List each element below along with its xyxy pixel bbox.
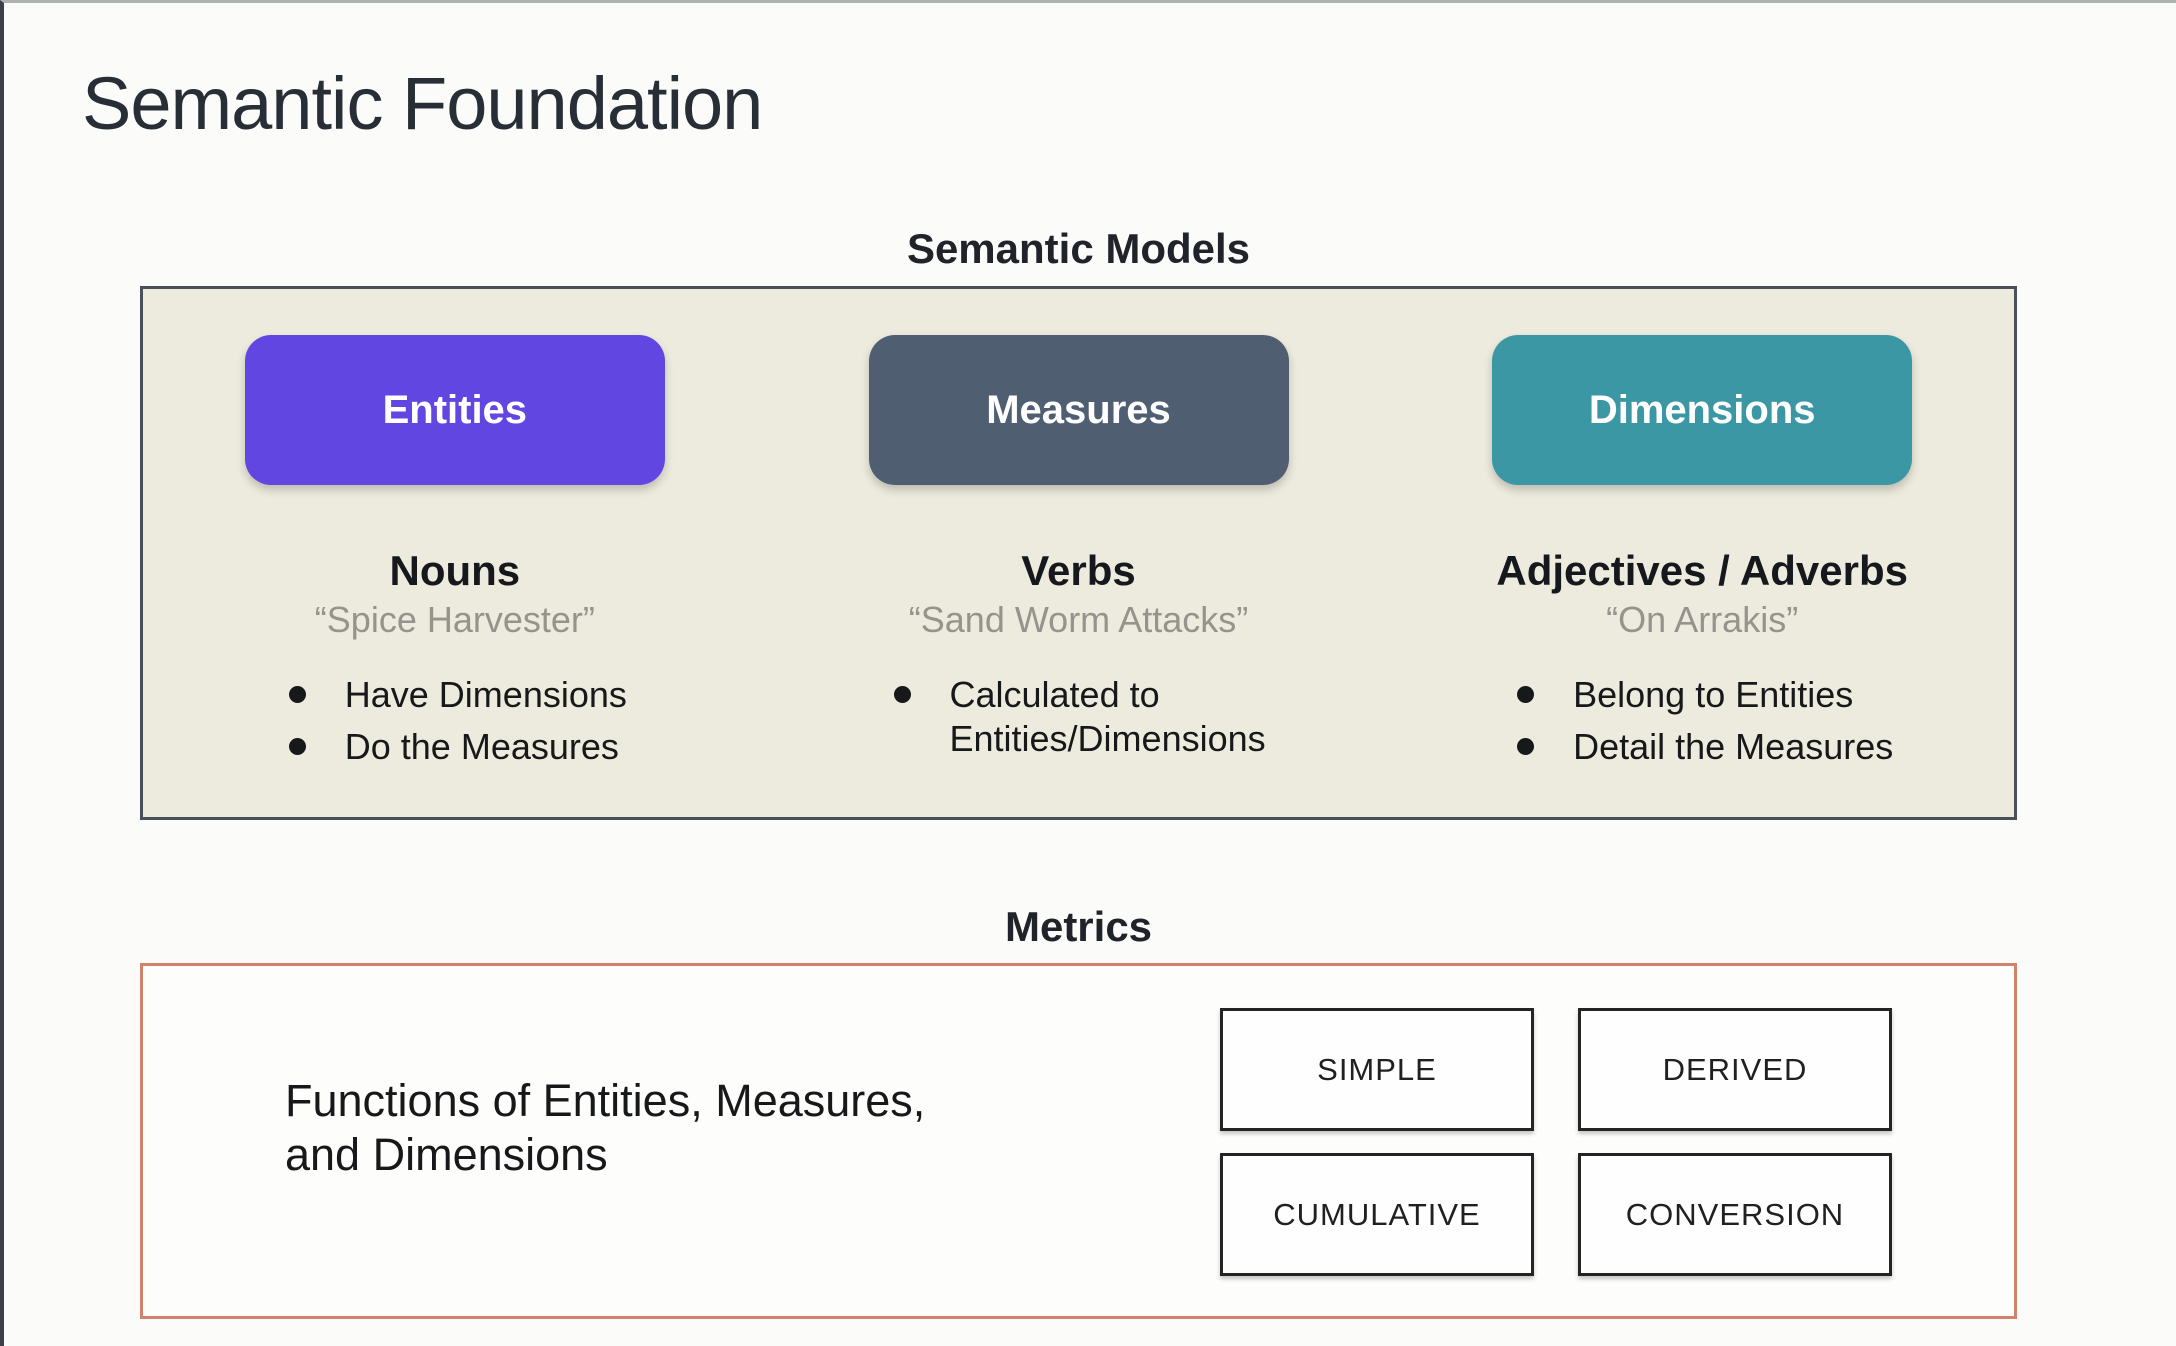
entities-column: Entities Nouns “Spice Harvester” Have Di… (143, 335, 767, 817)
dimensions-column: Dimensions Adjectives / Adverbs “On Arra… (1390, 335, 2014, 817)
metric-type-conversion: CONVERSION (1578, 1153, 1892, 1276)
entities-role-label: Nouns (389, 547, 521, 594)
measures-bullet-list: Calculated to Entities/Dimensions (888, 665, 1270, 769)
measures-column: Measures Verbs “Sand Worm Attacks” Calcu… (767, 335, 1391, 817)
metrics-description: Functions of Entities, Measures, and Dim… (285, 1075, 926, 1180)
metrics-heading: Metrics (1004, 903, 1153, 950)
semantic-models-heading: Semantic Models (906, 225, 1251, 272)
bullet-item: Do the Measures (283, 725, 627, 769)
metric-type-cumulative: CUMULATIVE (1220, 1153, 1534, 1276)
bullet-item: Belong to Entities (1511, 673, 1893, 717)
dimensions-pill: Dimensions (1492, 335, 1913, 485)
dimensions-bullet-list: Belong to Entities Detail the Measures (1511, 665, 1893, 777)
dimensions-example-quote: “On Arrakis” (1606, 599, 1799, 641)
entities-pill: Entities (244, 335, 665, 485)
dimensions-role-label: Adjectives / Adverbs (1496, 547, 1908, 594)
metrics-panel: Functions of Entities, Measures, and Dim… (140, 963, 2017, 1319)
measures-pill: Measures (868, 335, 1289, 485)
measures-role-label: Verbs (1021, 547, 1136, 594)
metrics-type-grid: SIMPLE DERIVED CUMULATIVE CONVERSION (1220, 1008, 1892, 1276)
page-title: Semantic Foundation (82, 62, 763, 145)
metric-type-derived: DERIVED (1578, 1008, 1892, 1131)
semantic-models-panel: Entities Nouns “Spice Harvester” Have Di… (140, 286, 2017, 820)
bullet-item: Detail the Measures (1511, 725, 1893, 769)
entities-example-quote: “Spice Harvester” (314, 599, 595, 641)
metric-type-simple: SIMPLE (1220, 1008, 1534, 1131)
bullet-item: Calculated to Entities/Dimensions (888, 673, 1270, 761)
entities-bullet-list: Have Dimensions Do the Measures (283, 665, 627, 777)
measures-example-quote: “Sand Worm Attacks” (908, 599, 1249, 641)
bullet-item: Have Dimensions (283, 673, 627, 717)
